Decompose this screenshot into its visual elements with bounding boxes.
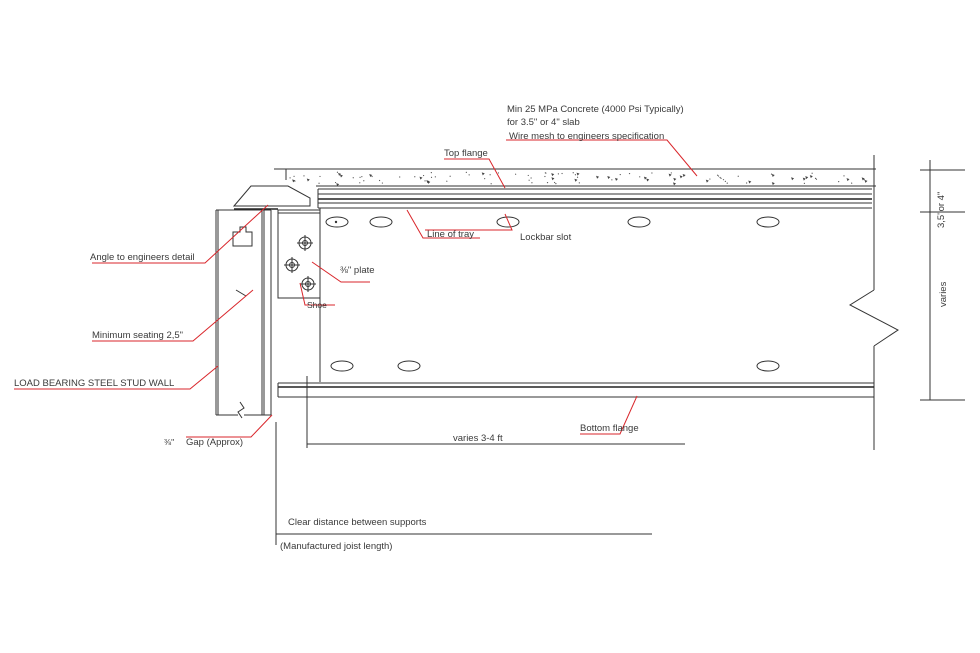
lockbar-slot bbox=[756, 360, 780, 372]
shoe-plate bbox=[277, 209, 321, 299]
concrete-spec-line1: Min 25 MPa Concrete (4000 Psi Typically) bbox=[507, 104, 684, 115]
slab-thickness-label: 3,5"or 4" bbox=[936, 191, 947, 228]
span-dimension-label: varies 3-4 ft bbox=[453, 433, 503, 444]
concrete-spec-line2: for 3.5" or 4" slab bbox=[507, 117, 580, 128]
steel-stud-wall bbox=[215, 209, 272, 419]
bolt bbox=[297, 235, 313, 251]
lockbar-slot bbox=[325, 216, 349, 228]
bottom-flange bbox=[277, 382, 874, 398]
lockbar-slot bbox=[369, 216, 393, 228]
concrete-slab bbox=[274, 168, 876, 187]
stud-wall-label: LOAD BEARING STEEL STUD WALL bbox=[14, 378, 175, 389]
lockbar-slot bbox=[756, 216, 780, 228]
callout-leaders bbox=[14, 139, 698, 438]
wire-mesh-label: Wire mesh to engineers specification bbox=[509, 131, 665, 142]
lockbar-slot bbox=[627, 216, 651, 228]
bolt bbox=[300, 276, 316, 292]
lockbar-slot bbox=[330, 360, 354, 372]
top-flange bbox=[317, 188, 872, 209]
minimum-seating-label: Minimum seating 2,5" bbox=[92, 330, 184, 341]
lockbar-slots bbox=[325, 216, 780, 372]
steel-angle bbox=[232, 185, 311, 210]
angle-label: Angle to engineers detail bbox=[90, 252, 195, 263]
manufactured-length-label: (Manufactured joist length) bbox=[280, 541, 393, 552]
shoe-label: Shoe bbox=[307, 300, 327, 310]
depth-varies-label: varies bbox=[938, 281, 949, 307]
plate-label: ⅜" plate bbox=[340, 265, 375, 276]
gap-fraction-label: ⅜" bbox=[164, 437, 175, 447]
lockbar-slot bbox=[496, 216, 520, 228]
concrete-aggregate-speckle bbox=[289, 171, 868, 187]
bottom-flange-label: Bottom flange bbox=[580, 423, 639, 434]
dimension-lines bbox=[275, 160, 965, 545]
lockbar-slot bbox=[397, 360, 421, 372]
line-of-tray-label: Line of tray bbox=[427, 229, 474, 240]
lockbar-slot-label: Lockbar slot bbox=[520, 232, 572, 243]
bolt bbox=[284, 257, 300, 273]
top-flange-label: Top flange bbox=[444, 148, 488, 159]
gap-label: Gap (Approx) bbox=[186, 437, 244, 448]
clear-distance-label: Clear distance between supports bbox=[288, 517, 427, 528]
